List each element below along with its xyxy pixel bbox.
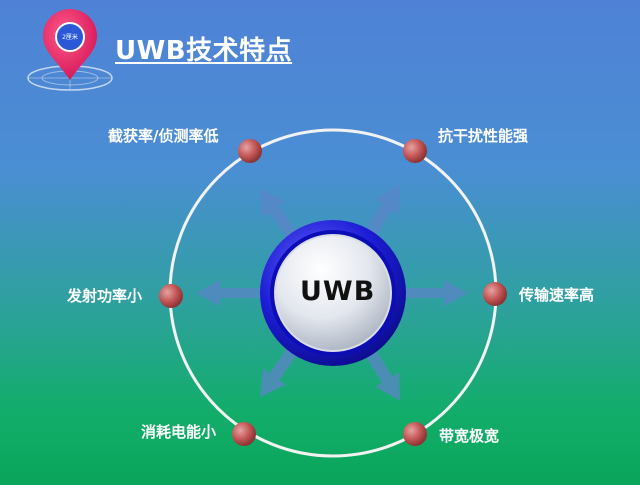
node-bottom-right: [403, 422, 427, 446]
feature-top-right: 抗干扰性能强: [438, 127, 529, 145]
center-label: UWB: [300, 276, 376, 307]
node-top-left: [238, 139, 262, 163]
location-pin-icon: [27, 9, 113, 91]
feature-nodes: [159, 139, 507, 446]
node-top-right: [403, 139, 427, 163]
feature-bottom-left: 消耗电能小: [141, 423, 217, 441]
feature-left: 发射功率小: [67, 287, 143, 305]
node-bottom-left: [232, 422, 256, 446]
logo-text: 2厘米: [62, 34, 78, 41]
node-left: [159, 284, 183, 308]
feature-top-left: 截获率/侦测率低: [108, 127, 219, 145]
page-title: UWB技术特点: [115, 36, 293, 66]
center-emblem: [260, 220, 406, 366]
node-right: [483, 282, 507, 306]
feature-right: 传输速率高: [519, 286, 595, 304]
feature-bottom-right: 带宽极宽: [439, 427, 500, 445]
